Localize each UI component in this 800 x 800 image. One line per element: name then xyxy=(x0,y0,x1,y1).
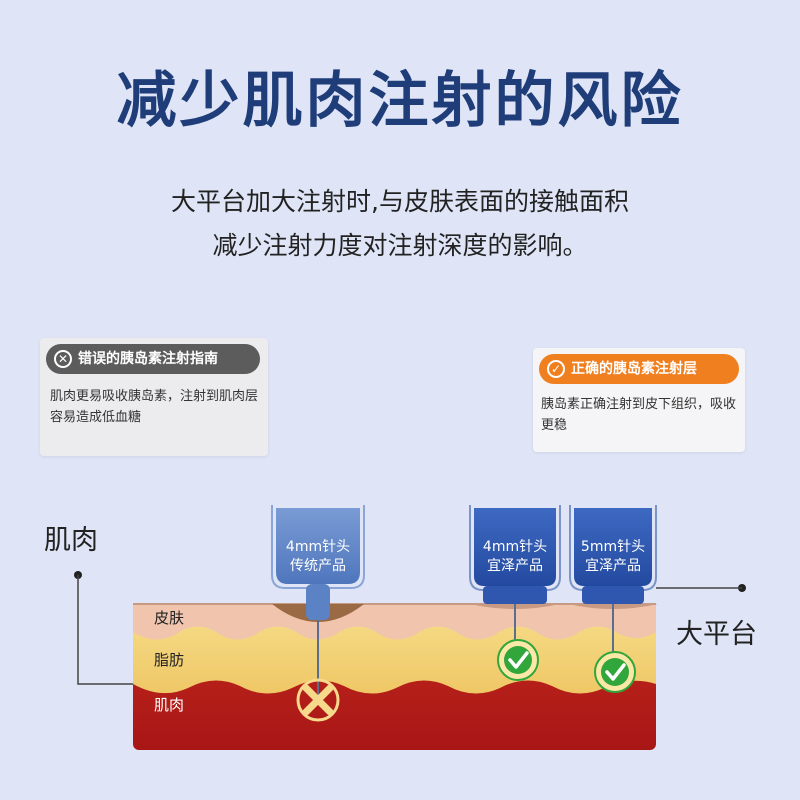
needle-2-label-line1: 4mm针头 xyxy=(483,539,547,555)
platform-pointer-label: 大平台 xyxy=(676,619,757,650)
wrong-badge-label: 错误的胰岛素注射指南 xyxy=(78,351,218,367)
needle-yize-4mm: 4mm针头 宜泽产品 xyxy=(469,505,561,658)
needle-1-label-line1: 4mm针头 xyxy=(286,539,350,555)
page-title: 减少肌肉注射的风险 xyxy=(116,66,684,136)
subtitle-line-1: 大平台加大注射时,与皮肤表面的接触面积 xyxy=(171,187,629,216)
tissue-block: 皮肤 脂肪 肌肉 xyxy=(133,603,658,750)
needle-2-label-line2: 宜泽产品 xyxy=(487,558,543,574)
skin-layer xyxy=(133,604,656,640)
needle-3-label-line1: 5mm针头 xyxy=(581,539,645,555)
layer-label-skin: 皮肤 xyxy=(154,609,184,627)
wrong-injection-card: ✕ 错误的胰岛素注射指南 肌肉更易吸收胰岛素，注射到肌肉层容易造成低血糖 xyxy=(40,338,268,456)
layer-label-muscle: 肌肉 xyxy=(154,696,184,714)
needle-traditional: 4mm针头 传统产品 xyxy=(271,505,365,700)
correct-badge-label: 正确的胰岛素注射层 xyxy=(571,361,697,377)
wrong-depth-marker xyxy=(296,678,340,722)
wrong-card-text: 肌肉更易吸收胰岛素，注射到肌肉层容易造成低血糖 xyxy=(50,389,259,425)
cross-circle-icon: ✕ xyxy=(54,350,72,368)
correct-injection-card: ✓ 正确的胰岛素注射层 胰岛素正确注射到皮下组织，吸收更稳 xyxy=(533,348,745,452)
needle-1-label-line2: 传统产品 xyxy=(290,558,346,574)
correct-card-text: 胰岛素正确注射到皮下组织，吸收更稳 xyxy=(541,397,737,433)
subtitle-line-2: 减少注射力度对注射深度的影响。 xyxy=(212,231,588,260)
subtitle: 大平台加大注射时,与皮肤表面的接触面积 减少注射力度对注射深度的影响。 xyxy=(0,180,800,268)
pointer-lines xyxy=(74,571,746,685)
needle-yize-5mm: 5mm针头 宜泽产品 xyxy=(569,505,657,664)
check-circle-icon: ✓ xyxy=(547,360,565,378)
muscle-pointer-label: 肌肉 xyxy=(44,525,98,556)
correct-badge: ✓ 正确的胰岛素注射层 xyxy=(539,354,739,384)
check-marker-4mm xyxy=(497,639,539,681)
layer-label-fat: 脂肪 xyxy=(154,651,184,669)
needle-3-label-line2: 宜泽产品 xyxy=(585,558,641,574)
check-marker-5mm xyxy=(594,651,636,693)
wrong-badge: ✕ 错误的胰岛素注射指南 xyxy=(46,344,260,374)
